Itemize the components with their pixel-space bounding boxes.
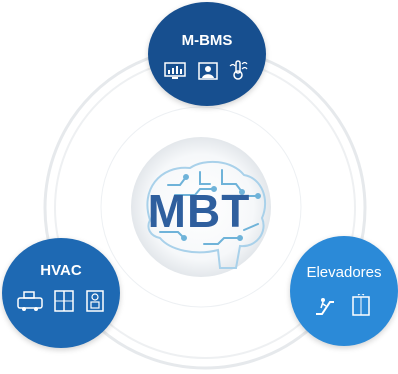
speaker-cabinet-icon [86,290,104,312]
node-m-bms-label: M-BMS [181,32,233,49]
node-elevadores-label: Elevadores [306,264,382,281]
center-title: MBT [147,185,251,237]
monitor-chart-icon [164,62,186,79]
thermometer-icon [229,60,248,80]
elevator-icon [352,294,370,316]
brain-circuit-icon [146,160,267,269]
node-hvac[interactable]: HVAC [2,238,120,348]
fan-coil-icon [54,290,74,312]
node-m-bms[interactable]: M-BMS [148,2,266,106]
chiller-icon [17,291,43,311]
node-elevadores[interactable]: Elevadores [290,236,398,346]
escalator-icon [316,298,334,315]
node-hvac-label: HVAC [40,262,82,279]
person-screen-icon [198,62,218,80]
